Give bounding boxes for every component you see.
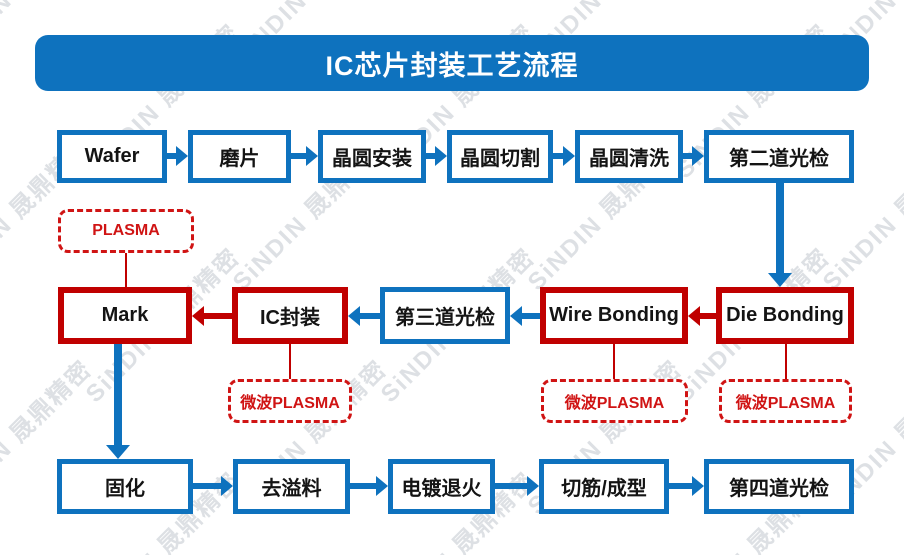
arrow-trim-to-inspection4 xyxy=(669,476,704,496)
flow-node-wafer-dicing: 晶圆切割 xyxy=(447,130,553,183)
arrow-inspection3-to-ic-packaging xyxy=(348,306,380,326)
flow-node-wafer-cleaning: 晶圆清洗 xyxy=(575,130,683,183)
arrow-plating-to-trim xyxy=(495,476,539,496)
arrow-die-bonding-to-wire-bonding xyxy=(688,306,716,326)
flow-node-grinding: 磨片 xyxy=(188,130,291,183)
arrow-wafer-to-grinding xyxy=(167,146,188,166)
arrow-grinding-to-mount xyxy=(291,146,318,166)
connector-die-bonding-to-microwave-plasma xyxy=(785,344,787,379)
arrow-cleaning-to-inspection2 xyxy=(683,146,704,166)
flow-node-mark: Mark xyxy=(58,287,192,344)
flow-node-microwave-plasma-wire: 微波PLASMA xyxy=(541,379,688,423)
connector-plasma-to-mark xyxy=(125,253,127,287)
flow-node-curing: 固化 xyxy=(57,459,193,514)
arrow-wire-bonding-to-inspection3 xyxy=(510,306,540,326)
arrow-deflash-to-plating xyxy=(350,476,388,496)
arrow-inspection2-to-die-bonding xyxy=(768,183,792,287)
page-title: IC芯片封装工艺流程 xyxy=(35,35,869,91)
flow-node-wire-bonding: Wire Bonding xyxy=(540,287,688,344)
arrow-dicing-to-cleaning xyxy=(553,146,575,166)
flow-node-inspection4: 第四道光检 xyxy=(704,459,854,514)
flow-node-wafer-mount: 晶圆安装 xyxy=(318,130,426,183)
flow-node-inspection2: 第二道光检 xyxy=(704,130,854,183)
arrow-mount-to-dicing xyxy=(426,146,447,166)
flow-node-wafer: Wafer xyxy=(57,130,167,183)
flow-node-die-bonding: Die Bonding xyxy=(716,287,854,344)
flow-node-inspection3: 第三道光检 xyxy=(380,287,510,344)
flow-node-plasma: PLASMA xyxy=(58,209,194,253)
flow-node-trim-form: 切筋/成型 xyxy=(539,459,669,514)
flow-node-deflash: 去溢料 xyxy=(233,459,350,514)
arrow-ic-packaging-to-mark xyxy=(192,306,232,326)
flow-node-microwave-plasma-die: 微波PLASMA xyxy=(719,379,852,423)
flow-node-ic-packaging: IC封装 xyxy=(232,287,348,344)
flow-node-microwave-plasma-ic: 微波PLASMA xyxy=(228,379,352,423)
connector-wire-bonding-to-microwave-plasma xyxy=(613,344,615,379)
arrow-mark-to-curing xyxy=(106,344,130,459)
connector-ic-packaging-to-microwave-plasma xyxy=(289,344,291,379)
arrow-curing-to-deflash xyxy=(193,476,233,496)
flow-node-plating-annealing: 电镀退火 xyxy=(388,459,495,514)
